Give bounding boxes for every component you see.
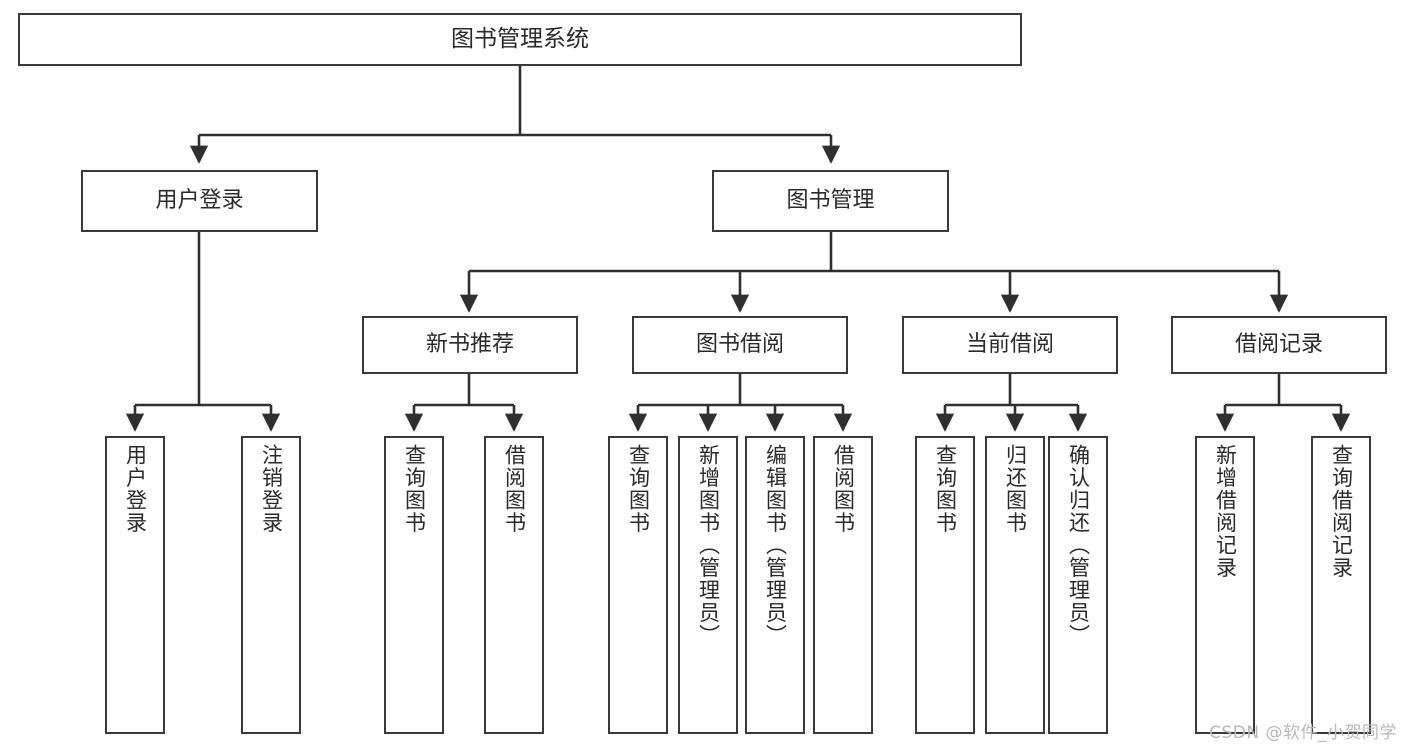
node-label: 借阅图书 [831, 444, 856, 534]
node-label: 查询图书 [933, 444, 958, 534]
leaf-book-borrow-add[interactable]: 新增图书（管理员） [678, 436, 738, 734]
node-label: 图书借阅 [695, 332, 784, 358]
leaf-borrow-record-query[interactable]: 查询借阅记录 [1311, 436, 1371, 734]
leaf-new-book-borrow[interactable]: 借阅图书 [484, 436, 544, 734]
node-label: 图书管理 [786, 188, 875, 214]
node-root-book-management-system[interactable]: 图书管理系统 [18, 13, 1022, 66]
node-label: 用户登录 [155, 188, 244, 214]
leaf-current-borrow-return[interactable]: 归还图书 [985, 436, 1045, 734]
node-book-borrow[interactable]: 图书借阅 [632, 316, 848, 374]
node-label: 图书管理系统 [451, 25, 589, 52]
node-book-management[interactable]: 图书管理 [712, 170, 949, 232]
leaf-book-borrow-lend[interactable]: 借阅图书 [813, 436, 873, 734]
node-label: 借阅图书 [502, 444, 527, 534]
leaf-current-borrow-confirm-return[interactable]: 确认归还（管理员） [1048, 436, 1108, 734]
leaf-new-book-query[interactable]: 查询图书 [384, 436, 444, 734]
node-label: 确认归还（管理员） [1066, 444, 1091, 647]
leaf-user-login-signout[interactable]: 注销登录 [241, 436, 301, 734]
node-label: 查询借阅记录 [1329, 444, 1354, 579]
leaf-current-borrow-query[interactable]: 查询图书 [915, 436, 975, 734]
node-label: 当前借阅 [965, 332, 1054, 358]
node-user-login[interactable]: 用户登录 [81, 170, 318, 232]
node-current-borrow[interactable]: 当前借阅 [902, 316, 1118, 374]
leaf-user-login-signin[interactable]: 用户登录 [105, 436, 165, 734]
node-label: 归还图书 [1003, 444, 1028, 534]
node-label: 查询图书 [402, 444, 427, 534]
leaf-borrow-record-add[interactable]: 新增借阅记录 [1195, 436, 1255, 734]
node-label: 用户登录 [123, 444, 148, 534]
node-borrow-records[interactable]: 借阅记录 [1171, 316, 1387, 374]
node-label: 新增借阅记录 [1213, 444, 1238, 579]
leaf-book-borrow-edit[interactable]: 编辑图书（管理员） [745, 436, 805, 734]
node-label: 编辑图书（管理员） [763, 444, 788, 647]
node-label: 注销登录 [259, 444, 284, 534]
node-label: 新增图书（管理员） [696, 444, 721, 647]
leaf-book-borrow-query[interactable]: 查询图书 [608, 436, 668, 734]
node-label: 新书推荐 [425, 332, 514, 358]
node-label: 查询图书 [626, 444, 651, 534]
node-label: 借阅记录 [1234, 332, 1323, 358]
watermark: CSDN @软件_小贺同学 [1209, 723, 1397, 743]
node-new-book-recommend[interactable]: 新书推荐 [362, 316, 578, 374]
